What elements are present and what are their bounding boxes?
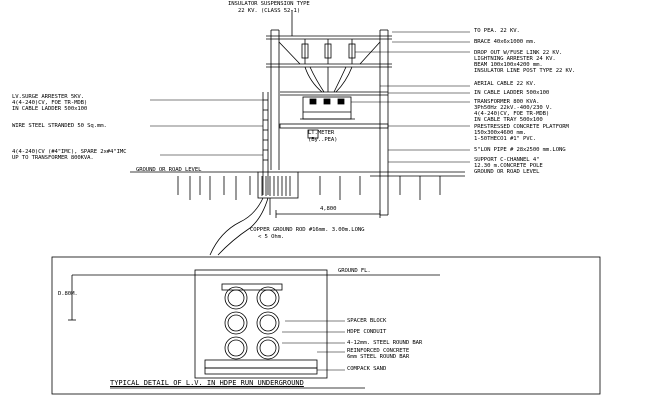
label-lt-meter-1: LT.METER <box>308 130 335 136</box>
label-insulator-kv: 22 KV. (CLASS 52-1) <box>238 8 301 14</box>
ground-cable <box>209 197 264 256</box>
conductors <box>304 66 353 93</box>
label-support-3: GROUND OR ROAD LEVEL <box>474 169 540 175</box>
label-hdpe-conduit: HDPE CONDUIT <box>347 329 387 335</box>
label-copper-1: COPPER GROUND ROD #16mm. 3.00m.LONG <box>250 227 365 233</box>
dimension-4800 <box>275 210 381 218</box>
label-spacer-block: SPACER BLOCK <box>347 318 387 324</box>
brace-right <box>359 41 381 65</box>
leaders-detail <box>282 320 345 371</box>
label-lv-surge: LV.SURGE ARRESTER 5KV. <box>12 94 84 100</box>
platform <box>279 123 389 129</box>
insulators <box>301 39 356 64</box>
label-lt-meter-2: (By..PEA) <box>308 137 338 143</box>
label-insulator-suspension: INSULATOR SUSPENSION TYPE <box>228 1 310 7</box>
label-drop-out: DROP OUT W/FUSE LINK 22 KV. <box>474 50 563 56</box>
reinforced-concrete <box>204 359 318 369</box>
label-transformer-2: 3Ph50Hz 22kV.-400/230 V. <box>474 105 553 111</box>
lt-meter-box <box>307 129 319 139</box>
ground-hatch <box>177 176 441 200</box>
spacer-block <box>221 283 283 291</box>
trench <box>194 269 328 379</box>
label-wire-steel: WIRE STEEL STRANDED 50 Sq.mm. <box>12 123 107 129</box>
compack-sand <box>204 367 318 375</box>
label-beam: BEAM 100x100x4200 mm. <box>474 62 543 68</box>
label-lv-cable-2: IN CABLE LADDER 500x100 <box>12 106 88 112</box>
label-ground-fl: GROUND FL. <box>338 268 371 274</box>
ground-cable-2 <box>217 197 269 256</box>
brace-left <box>278 41 301 65</box>
label-prestressed-2: 150x300x4600 mm. <box>474 130 527 136</box>
label-transformer-3: 4(4-240)CV, FOE TR-MDB) <box>474 111 550 117</box>
transformer <box>300 96 355 120</box>
crossarms <box>266 35 392 96</box>
label-insulator-line-post: INSULATOR LINE POST TYPE 22 KV. <box>474 68 576 74</box>
label-spare-1: 4(4-240)CV (#4"IMC), SPARE 2x#4"IMC <box>12 149 127 155</box>
label-transformer-1: TRANSFORMER 800 KVA. <box>474 99 540 105</box>
hdpe-conduits <box>224 286 280 360</box>
detail-frame <box>51 256 601 395</box>
right-pole <box>379 29 389 216</box>
label-reinforced-2: 6mm STEEL ROUND BAR <box>347 354 410 360</box>
label-brace: BRACE 40x6x1000 mm. <box>474 39 537 45</box>
leaders-right <box>351 31 470 163</box>
label-cable-ladder-right: IN CABLE LADDER 500x100 <box>474 90 550 96</box>
label-support-1: SUPPORT C-CHANNEL 4" <box>474 157 540 163</box>
leaders-left <box>150 99 263 156</box>
label-copper-2: < 5 Ohm. <box>258 234 285 240</box>
label-compack-sand: COMPACK SAND <box>347 366 387 372</box>
label-steel-bar: 4-12mm. STEEL ROUND BAR <box>347 340 423 346</box>
label-lightning: LIGHTNING ARRESTER 24 KV. <box>474 56 556 62</box>
cable-ladder <box>262 92 269 195</box>
label-run-pipe: 5"LON PIPE # 28x2500 mm.LONG <box>474 147 566 153</box>
label-reinforced-1: REINFORCED CONCRETE <box>347 348 410 354</box>
pole-foundation <box>257 171 299 199</box>
label-support-2: 12.30 m.CONCRETE POLE <box>474 163 543 169</box>
left-pole <box>270 29 280 170</box>
label-to-pea: TO PEA. 22 KV. <box>474 28 520 34</box>
label-prestressed-3: 1-50THECO1 #1" PVC. <box>474 136 537 142</box>
drawing-title: TYPICAL DETAIL OF L.V. IN HDPE RUN UNDER… <box>110 379 304 387</box>
label-aerial-cable: AERIAL CABLE 22 KV. <box>474 81 537 87</box>
label-spare-2: UP TO TRANSFORMER 800KVA. <box>12 155 94 161</box>
label-depth: D.80M. <box>58 291 78 297</box>
label-dim-span: 4,800 <box>320 206 337 212</box>
label-lv-cable-1: 4(4-240)CV, FOE TR-MDB) <box>12 100 88 106</box>
label-ground-left: GROUND OR ROAD LEVEL <box>136 167 202 173</box>
label-prestressed-1: PRESTRESSED CONCRETE PLATFORM <box>474 124 569 130</box>
label-transformer-4: IN CABLE TRAY 500x100 <box>474 117 543 123</box>
